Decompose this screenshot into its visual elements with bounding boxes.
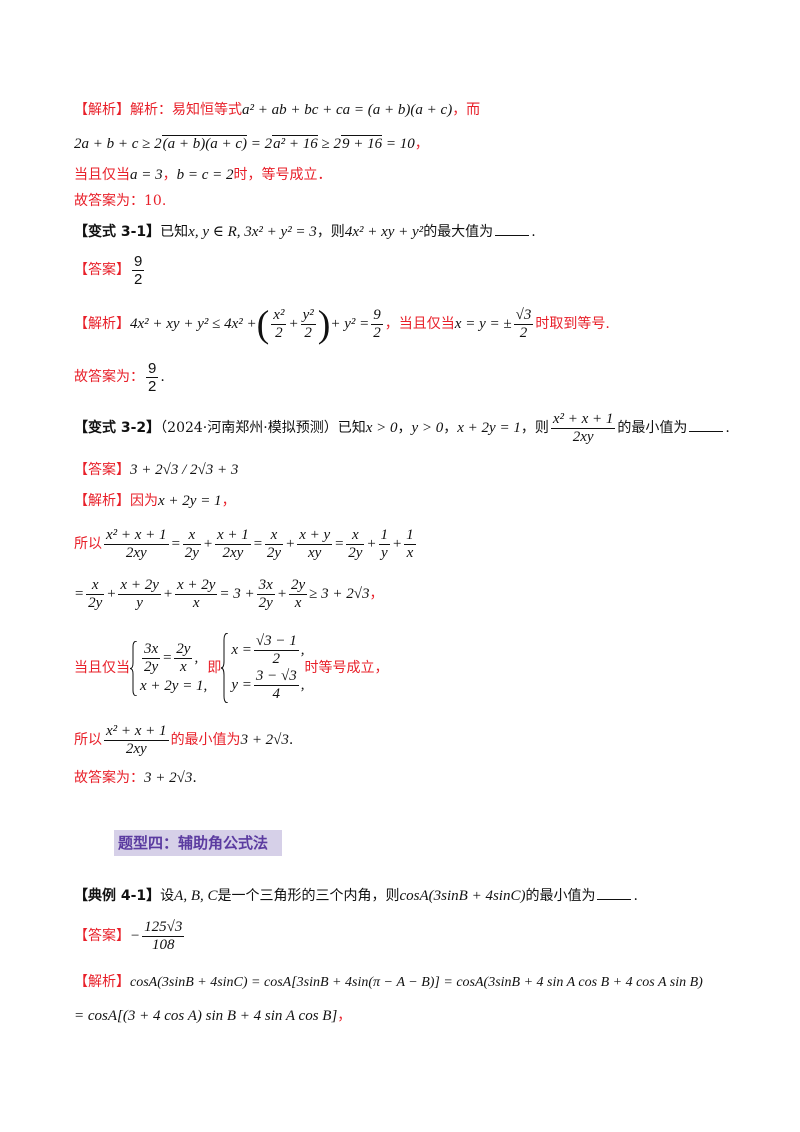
analysis-label: 【解析】 (74, 316, 130, 332)
answer-label: 【答案】 (74, 262, 130, 278)
variant-3-2-label: 【变式 3-2】 (74, 420, 161, 436)
inequality-formula: 2a + b + c ≥ 2(a + b)(a + c) = 2a² + 16 … (74, 135, 415, 152)
analysis-line: 【解析】解析：易知恒等式a² + ab + bc + ca = (a + b)(… (74, 100, 740, 120)
variant-3-2-because: 【解析】因为x + 2y = 1， (74, 493, 236, 509)
analysis-label: 【解析】 (74, 493, 130, 509)
connector-text: ，而 (452, 102, 481, 118)
inequality-line: 2a + b + c ≥ 2(a + b)(a + c) = 2a² + 16 … (74, 135, 429, 152)
section-heading: 题型四：辅助角公式法 (114, 830, 282, 856)
variant-3-2-answer: 【答案】3 + 2√3 / 2√3 + 3 (74, 462, 239, 478)
equality-condition-line: 当且仅当a = 3，b = c = 2时，等号成立． (74, 167, 332, 183)
analysis-label: 【解析】 (74, 102, 130, 118)
answer-blank (689, 431, 724, 432)
variant-3-1-question: 【变式 3-1】已知x, y ∈ R, 3x² + y² = 3，则4x² + … (74, 224, 536, 240)
example-4-1-solution-1: 【解析】cosA(3sinB + 4sinC) = cosA[3sinB + 4… (74, 974, 703, 990)
analysis-label: 【解析】 (74, 974, 130, 990)
analysis-intro: 解析：易知恒等式 (130, 102, 242, 118)
example-4-1-label: 【典例 4-1】 (74, 888, 161, 904)
answer-label: 【答案】 (74, 462, 130, 478)
variant-3-2-question: 【变式 3-2】（2024·河南郑州·模拟预测）已知x > 0，y > 0，x … (74, 410, 730, 445)
answer-blank (495, 235, 530, 236)
final-answer-line: 故答案为：10. (74, 193, 167, 209)
example-4-1-question: 【典例 4-1】设A, B, C是一个三角形的三个内角，则cosA(3sinB … (74, 888, 638, 904)
example-4-1-solution-2: = cosA[(3 + 4 cos A) sin B + 4 sin A cos… (74, 1008, 352, 1024)
identity-formula: a² + ab + bc + ca = (a + b)(a + c) (242, 102, 453, 118)
variant-3-1-label: 【变式 3-1】 (74, 224, 161, 240)
variant-3-2-final: 故答案为：3 + 2√3. (74, 770, 197, 786)
answer-label: 【答案】 (74, 928, 130, 944)
answer-blank (597, 899, 632, 900)
